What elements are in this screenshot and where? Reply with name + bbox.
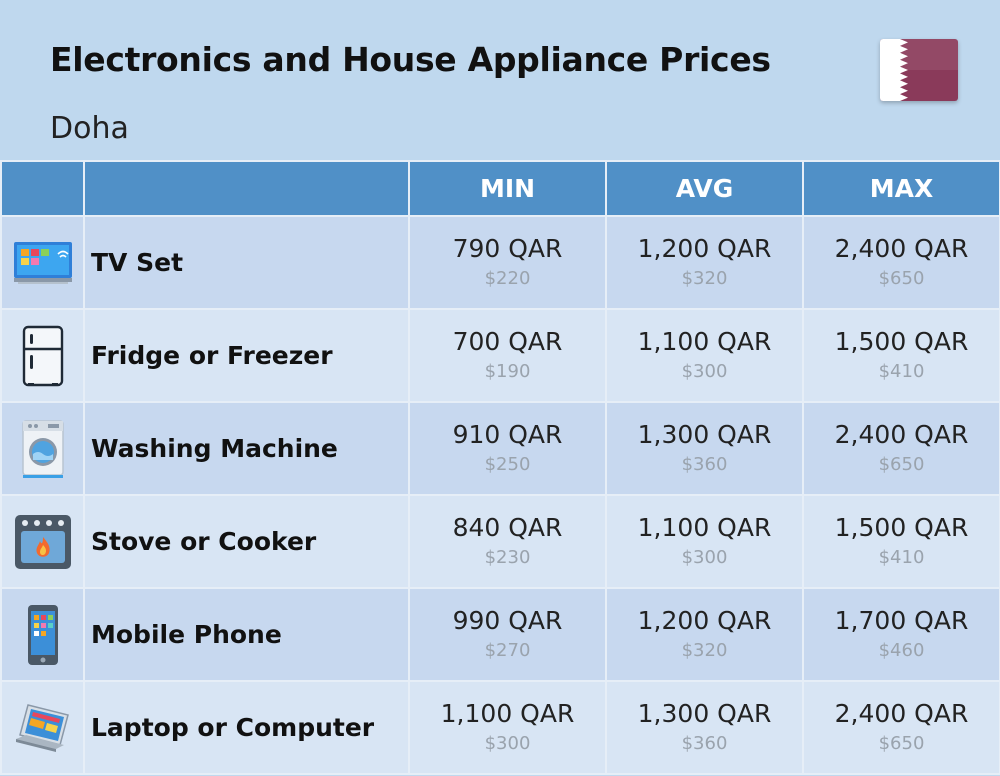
avg-price-cell: 1,200 QAR $320 xyxy=(605,587,804,682)
row-icon-cell xyxy=(0,401,85,496)
max-price-cell: 2,400 QAR $650 xyxy=(802,215,1000,310)
max-price-qar: 2,400 QAR xyxy=(834,698,969,728)
min-price-qar: 990 QAR xyxy=(452,605,563,635)
avg-price-qar: 1,200 QAR xyxy=(637,233,772,263)
item-name: TV Set xyxy=(83,215,410,310)
header-max: MAX xyxy=(802,160,1000,217)
table-row: Mobile Phone 990 QAR $270 1,200 QAR $320… xyxy=(0,587,1000,682)
avg-price-usd: $360 xyxy=(681,732,728,754)
row-icon-cell xyxy=(0,680,85,775)
max-price-usd: $410 xyxy=(878,546,925,568)
avg-price-cell: 1,200 QAR $320 xyxy=(605,215,804,310)
min-price-usd: $300 xyxy=(484,732,531,754)
max-price-usd: $650 xyxy=(878,267,925,289)
min-price-cell: 700 QAR $190 xyxy=(408,308,607,403)
item-name: Fridge or Freezer xyxy=(83,308,410,403)
page-header: Electronics and House Appliance Prices D… xyxy=(0,0,1000,160)
min-price-qar: 1,100 QAR xyxy=(440,698,575,728)
max-price-usd: $650 xyxy=(878,453,925,475)
avg-price-cell: 1,300 QAR $360 xyxy=(605,401,804,496)
min-price-qar: 840 QAR xyxy=(452,512,563,542)
row-icon-cell xyxy=(0,494,85,589)
min-price-usd: $270 xyxy=(484,639,531,661)
city-subtitle: Doha xyxy=(50,111,129,146)
header-icon-col xyxy=(0,160,85,217)
row-icon-cell xyxy=(0,215,85,310)
avg-price-cell: 1,100 QAR $300 xyxy=(605,494,804,589)
washing-machine-icon xyxy=(21,419,64,478)
max-price-cell: 1,700 QAR $460 xyxy=(802,587,1000,682)
fridge-icon xyxy=(22,325,63,386)
min-price-usd: $220 xyxy=(484,267,531,289)
qatar-flag-icon xyxy=(880,39,958,101)
max-price-usd: $650 xyxy=(878,732,925,754)
avg-price-qar: 1,100 QAR xyxy=(637,326,772,356)
item-name: Stove or Cooker xyxy=(83,494,410,589)
max-price-usd: $460 xyxy=(878,639,925,661)
max-price-cell: 2,400 QAR $650 xyxy=(802,401,1000,496)
min-price-usd: $250 xyxy=(484,453,531,475)
avg-price-usd: $320 xyxy=(681,267,728,289)
max-price-cell: 1,500 QAR $410 xyxy=(802,308,1000,403)
max-price-qar: 2,400 QAR xyxy=(834,419,969,449)
min-price-qar: 910 QAR xyxy=(452,419,563,449)
avg-price-cell: 1,300 QAR $360 xyxy=(605,680,804,775)
item-name: Mobile Phone xyxy=(83,587,410,682)
min-price-cell: 1,100 QAR $300 xyxy=(408,680,607,775)
avg-price-qar: 1,300 QAR xyxy=(637,698,772,728)
avg-price-qar: 1,200 QAR xyxy=(637,605,772,635)
min-price-cell: 840 QAR $230 xyxy=(408,494,607,589)
avg-price-qar: 1,100 QAR xyxy=(637,512,772,542)
header-item-col xyxy=(83,160,410,217)
avg-price-cell: 1,100 QAR $300 xyxy=(605,308,804,403)
max-price-usd: $410 xyxy=(878,360,925,382)
table-header-row: MIN AVG MAX xyxy=(0,160,1000,217)
min-price-qar: 790 QAR xyxy=(452,233,563,263)
avg-price-usd: $300 xyxy=(681,360,728,382)
table-row: Washing Machine 910 QAR $250 1,300 QAR $… xyxy=(0,401,1000,496)
min-price-cell: 990 QAR $270 xyxy=(408,587,607,682)
row-icon-cell xyxy=(0,587,85,682)
max-price-cell: 1,500 QAR $410 xyxy=(802,494,1000,589)
item-name: Washing Machine xyxy=(83,401,410,496)
table-row: Stove or Cooker 840 QAR $230 1,100 QAR $… xyxy=(0,494,1000,589)
avg-price-usd: $300 xyxy=(681,546,728,568)
header-min: MIN xyxy=(408,160,607,217)
price-table: MIN AVG MAX TV Set xyxy=(0,160,1000,775)
stove-icon xyxy=(14,514,71,569)
min-price-usd: $190 xyxy=(484,360,531,382)
max-price-qar: 1,700 QAR xyxy=(834,605,969,635)
page-title: Electronics and House Appliance Prices xyxy=(50,40,771,79)
table-row: Fridge or Freezer 700 QAR $190 1,100 QAR… xyxy=(0,308,1000,403)
min-price-cell: 790 QAR $220 xyxy=(408,215,607,310)
tv-icon xyxy=(13,241,72,284)
avg-price-usd: $360 xyxy=(681,453,728,475)
min-price-qar: 700 QAR xyxy=(452,326,563,356)
laptop-icon xyxy=(15,703,69,752)
min-price-cell: 910 QAR $250 xyxy=(408,401,607,496)
header-avg: AVG xyxy=(605,160,804,217)
table-row: Laptop or Computer 1,100 QAR $300 1,300 … xyxy=(0,680,1000,775)
table-row: TV Set 790 QAR $220 1,200 QAR $320 2,400… xyxy=(0,215,1000,310)
item-name: Laptop or Computer xyxy=(83,680,410,775)
row-icon-cell xyxy=(0,308,85,403)
min-price-usd: $230 xyxy=(484,546,531,568)
avg-price-usd: $320 xyxy=(681,639,728,661)
mobile-phone-icon xyxy=(27,604,58,665)
max-price-cell: 2,400 QAR $650 xyxy=(802,680,1000,775)
max-price-qar: 1,500 QAR xyxy=(834,512,969,542)
max-price-qar: 1,500 QAR xyxy=(834,326,969,356)
max-price-qar: 2,400 QAR xyxy=(834,233,969,263)
avg-price-qar: 1,300 QAR xyxy=(637,419,772,449)
